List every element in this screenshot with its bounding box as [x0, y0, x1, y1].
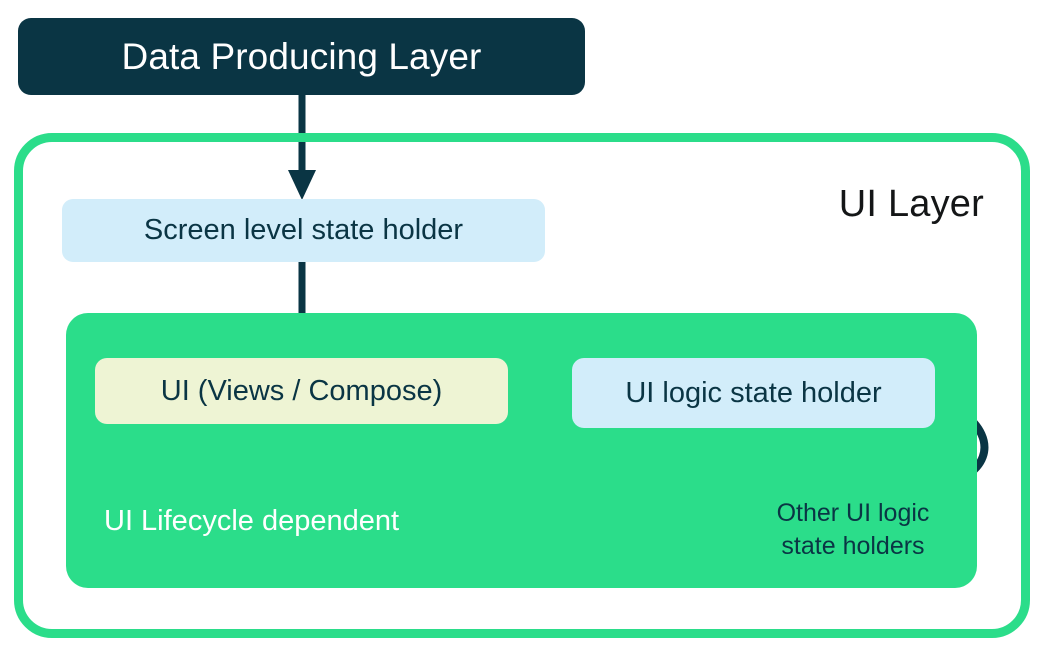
ui-layer-title: UI Layer: [838, 183, 984, 225]
other-ui-logic-state-holders-line2: state holders: [781, 532, 925, 560]
screen-level-state-holder-label: Screen level state holder: [143, 214, 464, 246]
ui-logic-state-holder-box: UI logic state holder: [572, 358, 935, 428]
data-producing-layer-label: Data Producing Layer: [121, 35, 482, 77]
other-ui-logic-state-holders-line1: Other UI logic: [776, 499, 930, 527]
ui-views-compose-box: UI (Views / Compose): [95, 358, 508, 424]
ui-lifecycle-dependent-label: UI Lifecycle dependent: [104, 505, 400, 537]
ui-views-compose-label: UI (Views / Compose): [160, 374, 443, 407]
data-producing-layer-box: Data Producing Layer: [18, 18, 585, 95]
screen-level-state-holder-box: Screen level state holder: [62, 199, 545, 262]
ui-layer-container: [14, 133, 1030, 638]
ui-logic-state-holder-label: UI logic state holder: [625, 376, 882, 409]
other-ui-logic-state-holders-label: Other UI logic state holders: [755, 497, 951, 563]
